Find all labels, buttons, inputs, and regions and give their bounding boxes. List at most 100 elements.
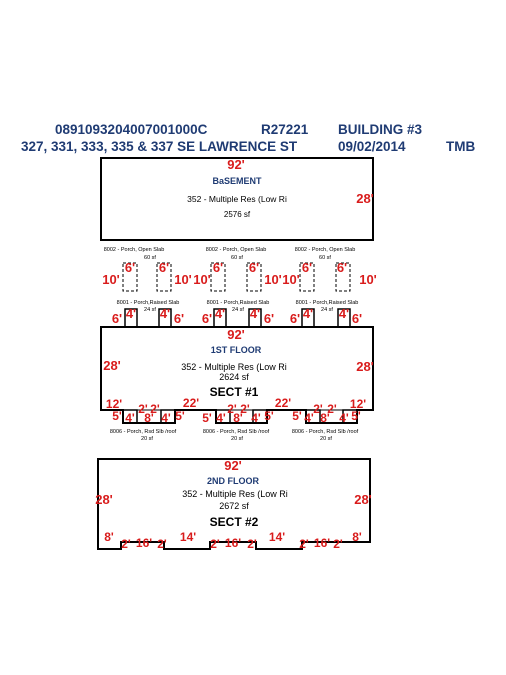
svg-text:16': 16' — [314, 536, 330, 550]
basement-depth-label: 28' — [356, 191, 374, 206]
basement-outline — [100, 157, 374, 241]
svg-text:2': 2' — [327, 402, 337, 416]
svg-text:2': 2' — [227, 402, 237, 416]
basement-use: 352 - Multiple Res (Low Ri — [187, 194, 287, 204]
svg-text:5': 5' — [112, 409, 122, 423]
svg-text:8006 - Porch, Rsd Slb /roof: 8006 - Porch, Rsd Slb /roof — [292, 429, 359, 435]
svg-text:2': 2' — [150, 402, 160, 416]
svg-text:6': 6' — [202, 311, 212, 326]
raised-porch-area: 24 sf — [321, 307, 333, 313]
svg-text:10': 10' — [264, 272, 282, 287]
svg-text:6': 6' — [159, 260, 169, 275]
first-floor-area: 2624 sf — [219, 372, 249, 382]
raised-porch-label: 8001 - Porch,Raised Slab — [117, 300, 180, 306]
basement-width-label: 92' — [227, 157, 245, 172]
svg-text:14': 14' — [180, 530, 196, 544]
svg-text:20 sf: 20 sf — [141, 436, 153, 442]
svg-text:4': 4' — [339, 306, 349, 321]
roof-porch-labels: 8006 - Porch, Rsd Slb /roof 20 sf 8006 -… — [110, 429, 359, 442]
raised-porch-area: 24 sf — [232, 307, 244, 313]
svg-text:2': 2' — [313, 402, 323, 416]
second-floor-title: 2ND FLOOR — [207, 476, 260, 486]
basement-area: 2576 sf — [224, 210, 251, 219]
svg-text:4': 4' — [216, 411, 226, 425]
building-number: BUILDING #3 — [338, 122, 423, 137]
first-floor-section: SECT #1 — [210, 385, 259, 399]
open-porch-2: 8002 - Porch, Open Slab 60 sf 6' 6' 10' … — [193, 247, 282, 292]
svg-text:4': 4' — [161, 411, 171, 425]
svg-text:22': 22' — [275, 396, 291, 410]
svg-text:5': 5' — [351, 409, 361, 423]
account-number: R27221 — [261, 122, 309, 137]
svg-text:4': 4' — [160, 306, 170, 321]
basement-title: BaSEMENT — [212, 176, 262, 186]
first-floor-bottom-dimensions: 12' 22' 22' 12' 5' 4' 2' 8' 2' 4' 5' 5' … — [106, 396, 366, 425]
parcel-number: 0891093204007001000C — [55, 122, 208, 137]
second-floor-left-depth: 28' — [95, 492, 113, 507]
svg-text:14': 14' — [269, 530, 285, 544]
site-address: 327, 331, 333, 335 & 337 SE LAWRENCE ST — [21, 139, 298, 154]
svg-text:6': 6' — [174, 311, 184, 326]
svg-text:12': 12' — [350, 397, 366, 411]
open-porch-area: 60 sf — [144, 255, 156, 261]
first-floor-left-depth: 28' — [103, 358, 121, 373]
svg-text:4': 4' — [304, 411, 314, 425]
svg-text:8': 8' — [352, 530, 362, 544]
raised-porch-area: 24 sf — [144, 307, 156, 313]
raised-porch-label: 8001 - Porch,Raised Slab — [296, 300, 359, 306]
svg-text:20 sf: 20 sf — [231, 436, 243, 442]
svg-text:5': 5' — [292, 409, 302, 423]
svg-text:4': 4' — [215, 306, 225, 321]
svg-text:2': 2' — [121, 537, 131, 551]
svg-text:4': 4' — [303, 306, 313, 321]
svg-text:10': 10' — [282, 272, 300, 287]
raised-porch-1: 8001 - Porch,Raised Slab 24 sf 6' 4' 4' … — [112, 300, 184, 327]
raised-porch-2: 8001 - Porch,Raised Slab 24 sf 6' 4' 4' … — [202, 300, 274, 327]
svg-text:2': 2' — [247, 537, 257, 551]
open-porch-area: 60 sf — [231, 255, 243, 261]
svg-text:8': 8' — [233, 411, 243, 425]
svg-text:16': 16' — [225, 536, 241, 550]
first-floor-width-label: 92' — [227, 327, 245, 342]
open-porch-label: 8002 - Porch, Open Slab — [295, 247, 356, 253]
sketch-date: 09/02/2014 — [338, 139, 406, 154]
svg-text:6': 6' — [264, 311, 274, 326]
second-floor-section: SECT #2 — [210, 515, 259, 529]
svg-text:10': 10' — [359, 272, 377, 287]
svg-text:6': 6' — [337, 260, 347, 275]
svg-text:12': 12' — [106, 397, 122, 411]
svg-text:16': 16' — [136, 536, 152, 550]
svg-text:4': 4' — [126, 306, 136, 321]
svg-text:10': 10' — [102, 272, 120, 287]
second-floor-use: 352 - Multiple Res (Low Ri — [182, 489, 288, 499]
svg-text:8': 8' — [144, 411, 154, 425]
svg-text:10': 10' — [174, 272, 192, 287]
raised-porch-3: 8001 - Porch,Raised Slab 24 sf 6' 4' 4' … — [290, 300, 362, 327]
svg-text:6': 6' — [213, 260, 223, 275]
svg-text:6': 6' — [249, 260, 259, 275]
svg-text:2': 2' — [240, 402, 250, 416]
second-floor-width-label: 92' — [224, 458, 242, 473]
svg-text:20 sf: 20 sf — [320, 436, 332, 442]
second-floor-area: 2672 sf — [219, 501, 249, 511]
open-porch-1: 8002 - Porch, Open Slab 60 sf 6' 6' 10' … — [102, 247, 192, 292]
svg-text:6': 6' — [302, 260, 312, 275]
svg-text:4': 4' — [125, 411, 135, 425]
appraiser-initials: TMB — [446, 139, 476, 154]
open-porch-label: 8002 - Porch, Open Slab — [104, 247, 165, 253]
svg-text:4': 4' — [250, 306, 260, 321]
open-porch-label: 8002 - Porch, Open Slab — [206, 247, 267, 253]
svg-text:10': 10' — [193, 272, 211, 287]
svg-text:6': 6' — [352, 311, 362, 326]
first-floor-right-depth: 28' — [356, 359, 374, 374]
svg-text:5': 5' — [264, 409, 274, 423]
svg-text:4': 4' — [339, 411, 349, 425]
svg-text:8': 8' — [104, 530, 114, 544]
open-porch-3: 8002 - Porch, Open Slab 60 sf 6' 6' 10' … — [282, 247, 377, 292]
svg-text:2': 2' — [210, 537, 220, 551]
svg-text:2': 2' — [138, 402, 148, 416]
open-porch-area: 60 sf — [319, 255, 331, 261]
svg-text:2': 2' — [299, 537, 309, 551]
svg-text:4': 4' — [251, 411, 261, 425]
svg-text:6': 6' — [125, 260, 135, 275]
